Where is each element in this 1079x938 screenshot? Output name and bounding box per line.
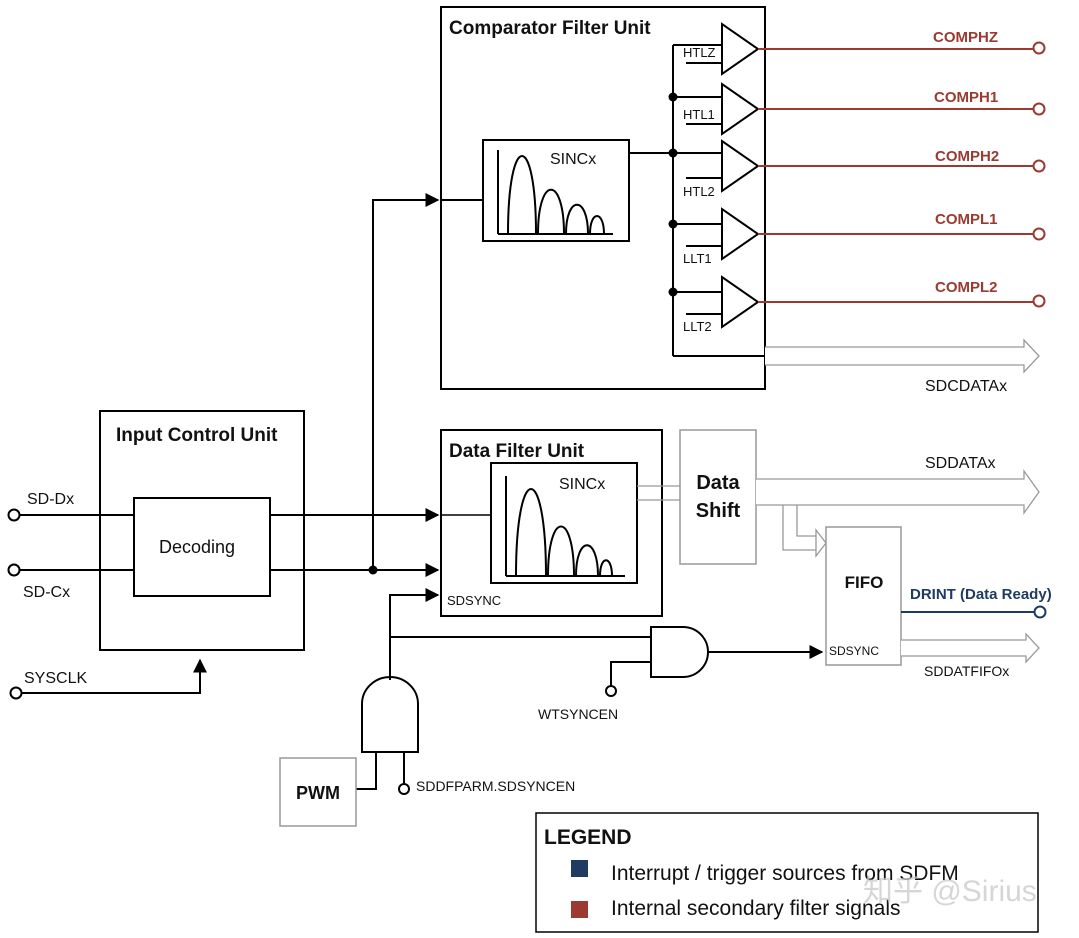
sddatax-bus-arrow — [756, 468, 1040, 516]
sd-dx-label: SD-Dx — [27, 491, 74, 508]
data-shift-block: Data Shift — [679, 429, 757, 565]
sd-cx-label: SD-Cx — [23, 584, 70, 601]
sdsyncen-label: SDDFPARM.SDSYNCEN — [416, 778, 575, 794]
comph1-output-terminal — [1032, 102, 1046, 116]
decoding-label: Decoding — [159, 537, 235, 557]
fifo-sdsync-label: SDSYNC — [829, 644, 879, 658]
input-control-unit: Input Control Unit Decoding SD-Dx SD-Cx … — [7, 410, 305, 700]
pwm-box — [279, 757, 357, 827]
wtsyncen-label: WTSYNCEN — [538, 706, 618, 722]
output-label-comph2: COMPH2 — [935, 148, 999, 165]
comparator-htlz: HTLZ COMPHZ — [673, 22, 1046, 76]
sddatfifox-label: SDDATFIFOx — [924, 663, 1009, 679]
comparator-filter-unit: Comparator Filter Unit SINCx HTLZ COMPHZ — [440, 6, 1046, 395]
wtsync-and-gate — [650, 626, 709, 678]
data-shift-box — [679, 429, 757, 565]
output-label-compl2: COMPL2 — [935, 279, 998, 296]
input-control-title: Input Control Unit — [116, 425, 278, 446]
decoding-block — [133, 497, 271, 597]
compl2-output-terminal — [1032, 294, 1046, 308]
legend-box — [535, 812, 1039, 933]
sddatax-label: SDDATAx — [925, 455, 996, 472]
drint-label: DRINT (Data Ready) — [910, 586, 1052, 603]
legend-label-internal: Internal secondary filter signals — [611, 897, 900, 920]
fifo-block: FIFO SDSYNC DRINT (Data Ready) SDDATFIFO… — [825, 526, 1052, 679]
fifo-box — [825, 526, 902, 666]
comparator-unit-title: Comparator Filter Unit — [449, 18, 651, 39]
sdcdatax-label: SDCDATAx — [925, 378, 1007, 395]
comph2-output-terminal — [1032, 159, 1046, 173]
legend-title: LEGEND — [544, 826, 632, 849]
comparator-htl1: HTL1 COMPH1 — [668, 82, 1046, 136]
threshold-label-llt2: LLT2 — [683, 319, 712, 334]
sinc-to-shift-bus — [637, 485, 680, 501]
legend-swatch-internal — [571, 901, 588, 918]
comphz-output-terminal — [1032, 41, 1046, 55]
legend: LEGEND Interrupt / trigger sources from … — [535, 812, 1039, 933]
threshold-label-htlz: HTLZ — [683, 45, 716, 60]
sd-dx-terminal — [7, 508, 21, 522]
sysclk-terminal — [9, 686, 23, 700]
data-filter-unit: Data Filter Unit SINCx SDSYNC — [440, 429, 663, 617]
shift-to-fifo-bus — [782, 505, 816, 551]
comparator-sinc-graph-icon — [497, 150, 613, 235]
sdsync-and-gate — [361, 676, 419, 753]
sysclk-label: SYSCLK — [24, 670, 87, 687]
legend-swatch-interrupt — [571, 860, 588, 877]
data-filter-sinc-graph-icon — [505, 476, 625, 577]
data-filter-sinc-label: SINCx — [559, 476, 605, 493]
sync-logic: WTSYNCEN SDDFPARM.SDSYNCEN PWM — [279, 588, 824, 827]
data-shift-label-line1: Data — [696, 472, 740, 494]
threshold-label-htl2: HTL2 — [683, 184, 715, 199]
data-shift-label-line2: Shift — [696, 500, 741, 522]
comparator-llt1: LLT1 COMPL1 — [668, 207, 1046, 266]
pwm-label: PWM — [296, 783, 340, 803]
fifo-title: FIFO — [845, 573, 884, 592]
comparator-sinc-label: SINCx — [550, 151, 596, 168]
comparator-llt2: LLT2 COMPL2 — [668, 275, 1046, 334]
drint-output-terminal — [1033, 605, 1047, 619]
data-filter-title: Data Filter Unit — [449, 441, 585, 462]
threshold-label-htl1: HTL1 — [683, 107, 715, 122]
sdsyncen-terminal — [398, 783, 410, 795]
output-label-compl1: COMPL1 — [935, 211, 998, 228]
output-label-comphz: COMPHZ — [933, 29, 998, 46]
wtsyncen-terminal — [605, 685, 617, 697]
data-filter-sdsync-label: SDSYNC — [447, 593, 501, 608]
watermark-text: 知乎 @Sirius — [863, 875, 1037, 908]
output-label-comph1: COMPH1 — [934, 89, 998, 106]
sdcdatax-bus-arrow — [765, 338, 1040, 374]
threshold-label-llt1: LLT1 — [683, 251, 712, 266]
legend-label-interrupt: Interrupt / trigger sources from SDFM — [611, 862, 959, 885]
compl1-output-terminal — [1032, 227, 1046, 241]
comparator-htl2: HTL2 COMPH2 — [668, 139, 1046, 199]
sd-cx-terminal — [7, 563, 21, 577]
decoded-signal-wires — [270, 193, 440, 577]
sddatfifox-bus-arrow — [901, 632, 1040, 664]
